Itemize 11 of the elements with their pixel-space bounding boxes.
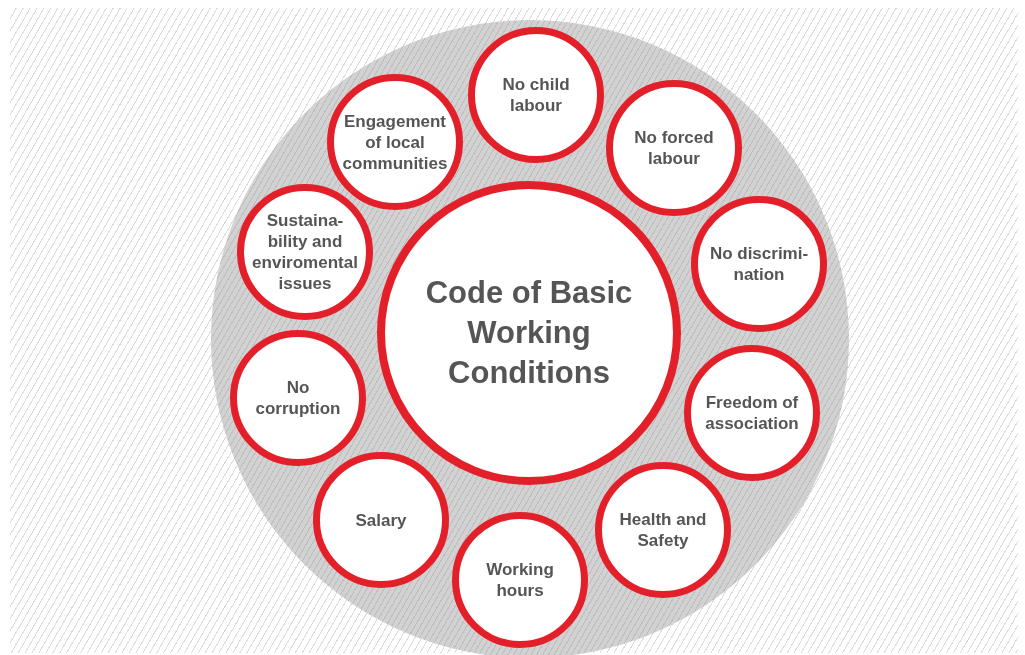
- topic-label: Code of Basic Working Conditions: [424, 274, 634, 392]
- topic-label: Freedom of association: [704, 392, 800, 434]
- topic-label: No corruption: [254, 377, 342, 419]
- topic-label: Sustaina- bility and enviromental issues: [252, 210, 358, 294]
- topic-label: No forced labour: [633, 127, 715, 169]
- topic-label: Working hours: [485, 559, 555, 601]
- topic-label: Health and Safety: [618, 509, 708, 551]
- topic-label: Engagement of local communities: [342, 110, 448, 174]
- topic-label: Salary: [355, 509, 407, 531]
- topic-label: No child labour: [501, 74, 571, 116]
- topic-label: No discrimi- nation: [708, 243, 810, 285]
